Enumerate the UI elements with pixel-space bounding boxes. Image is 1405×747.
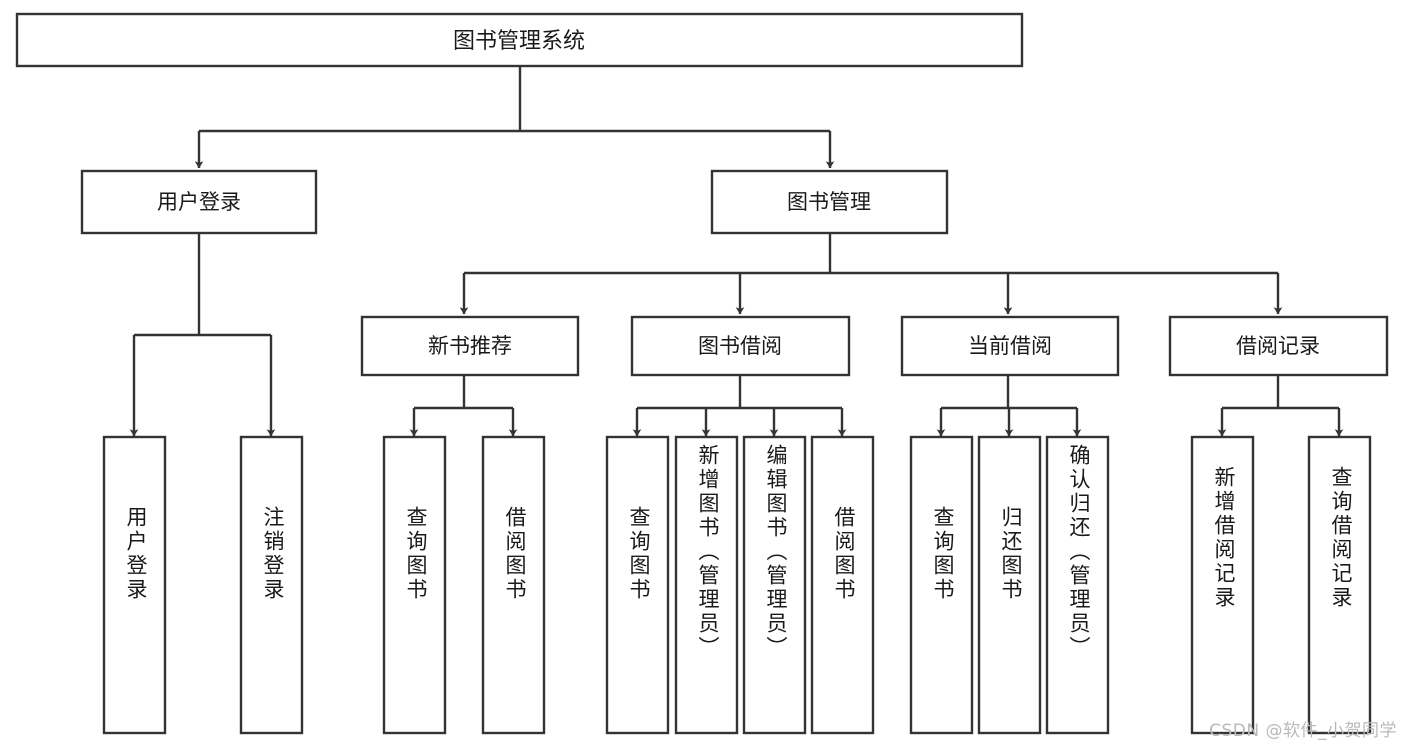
connector-group-root	[194, 66, 835, 169]
node-book-borrow-box[interactable]	[630, 315, 851, 377]
leaf-box-user-login-0[interactable]	[102, 435, 167, 735]
node-book-borrow[interactable]: 图书借阅	[630, 315, 851, 377]
connector-group-user-login	[129, 233, 276, 437]
leaf-box-current-borrow-1[interactable]	[977, 435, 1042, 735]
node-book-manage-box[interactable]	[710, 169, 949, 235]
node-book-manage[interactable]: 图书管理	[710, 169, 949, 235]
node-book-manage-label: 图书管理	[787, 190, 871, 214]
node-root-box[interactable]	[15, 12, 1024, 68]
node-book-borrow-label: 图书借阅	[698, 334, 782, 358]
leaf-box-current-borrow-2[interactable]	[1045, 435, 1110, 735]
node-root-label: 图书管理系统	[453, 29, 585, 54]
node-user-login-label: 用户登录	[157, 190, 241, 214]
node-new-book-recommend-label: 新书推荐	[428, 334, 512, 358]
leaf-box-book-borrow-1[interactable]	[674, 435, 739, 735]
leaf-box-new-book-1[interactable]	[481, 435, 546, 735]
connector-group-book-borrow	[632, 375, 847, 437]
node-new-book-recommend-box[interactable]	[360, 315, 580, 377]
node-borrow-records-box[interactable]	[1168, 315, 1389, 377]
leaf-box-borrow-records-1[interactable]	[1307, 435, 1372, 735]
leaf-box-new-book-0[interactable]	[382, 435, 447, 735]
node-user-login[interactable]: 用户登录	[80, 169, 318, 235]
node-borrow-records[interactable]: 借阅记录	[1168, 315, 1389, 377]
connector-group-borrow-records	[1217, 375, 1344, 437]
node-borrow-records-label: 借阅记录	[1236, 334, 1320, 358]
leaf-box-user-login-1[interactable]	[239, 435, 304, 735]
node-current-borrow-box[interactable]	[900, 315, 1120, 377]
leaf-box-book-borrow-0[interactable]	[605, 435, 670, 735]
connector-group-new-book	[409, 375, 518, 437]
node-root[interactable]: 图书管理系统	[15, 12, 1024, 68]
node-user-login-box[interactable]	[80, 169, 318, 235]
leaf-box-book-borrow-3[interactable]	[810, 435, 875, 735]
node-new-book-recommend[interactable]: 新书推荐	[360, 315, 580, 377]
node-current-borrow[interactable]: 当前借阅	[900, 315, 1120, 377]
csdn-watermark: CSDN @软件_小贺同学	[1209, 721, 1397, 741]
leaf-box-current-borrow-0[interactable]	[909, 435, 974, 735]
leaf-box-borrow-records-0[interactable]	[1190, 435, 1255, 735]
leaf-box-book-borrow-2[interactable]	[742, 435, 807, 735]
connector-group-book-manage	[459, 233, 1283, 315]
connector-group-current-borrow	[936, 375, 1082, 437]
node-current-borrow-label: 当前借阅	[968, 334, 1052, 358]
